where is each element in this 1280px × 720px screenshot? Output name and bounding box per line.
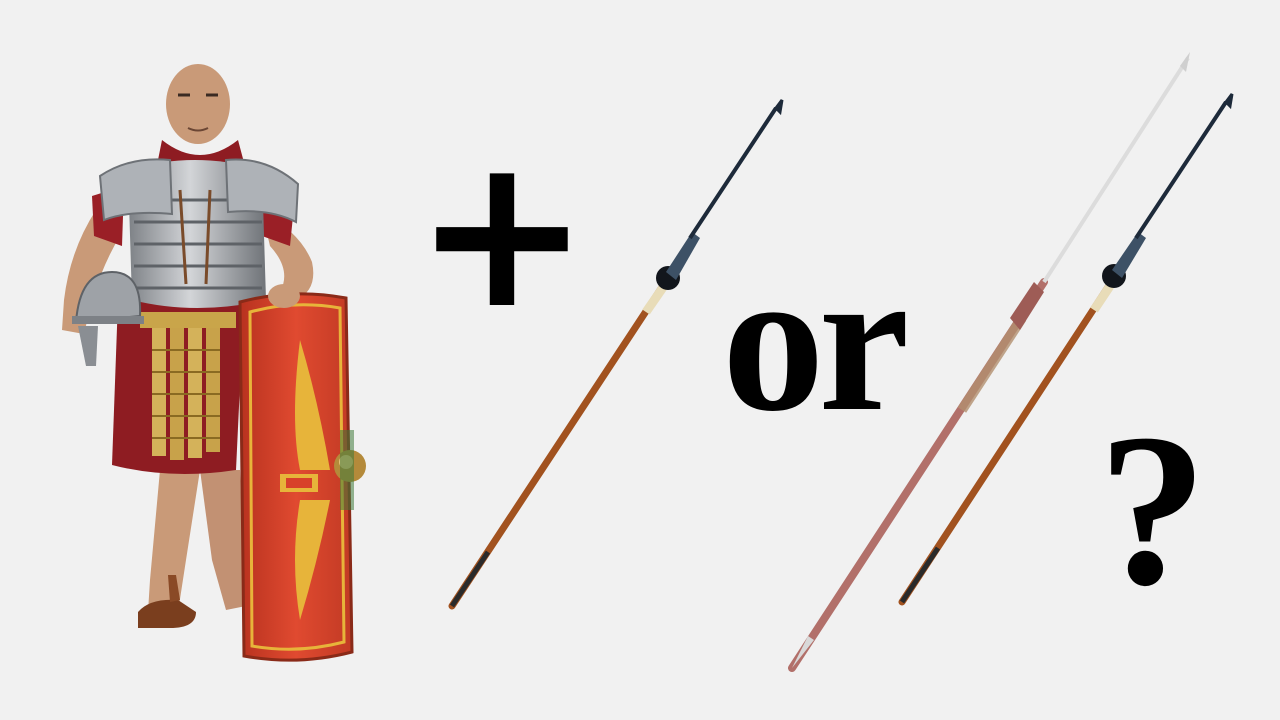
scutum-shield [238,292,366,662]
soldier-apron [140,312,236,460]
hasta-spear [788,52,1190,672]
soldier-head [166,64,230,144]
soldier-legs [138,470,246,628]
soldier-hand [268,284,300,308]
roman-soldier-figure [62,64,366,662]
question-mark: ? [1098,390,1207,631]
pilum-2 [898,93,1234,606]
or-text: or [722,227,909,454]
plus-sign: + [414,110,590,355]
helmet [72,270,144,366]
pilum-1 [448,99,784,610]
lorica-segmentata [98,158,300,308]
